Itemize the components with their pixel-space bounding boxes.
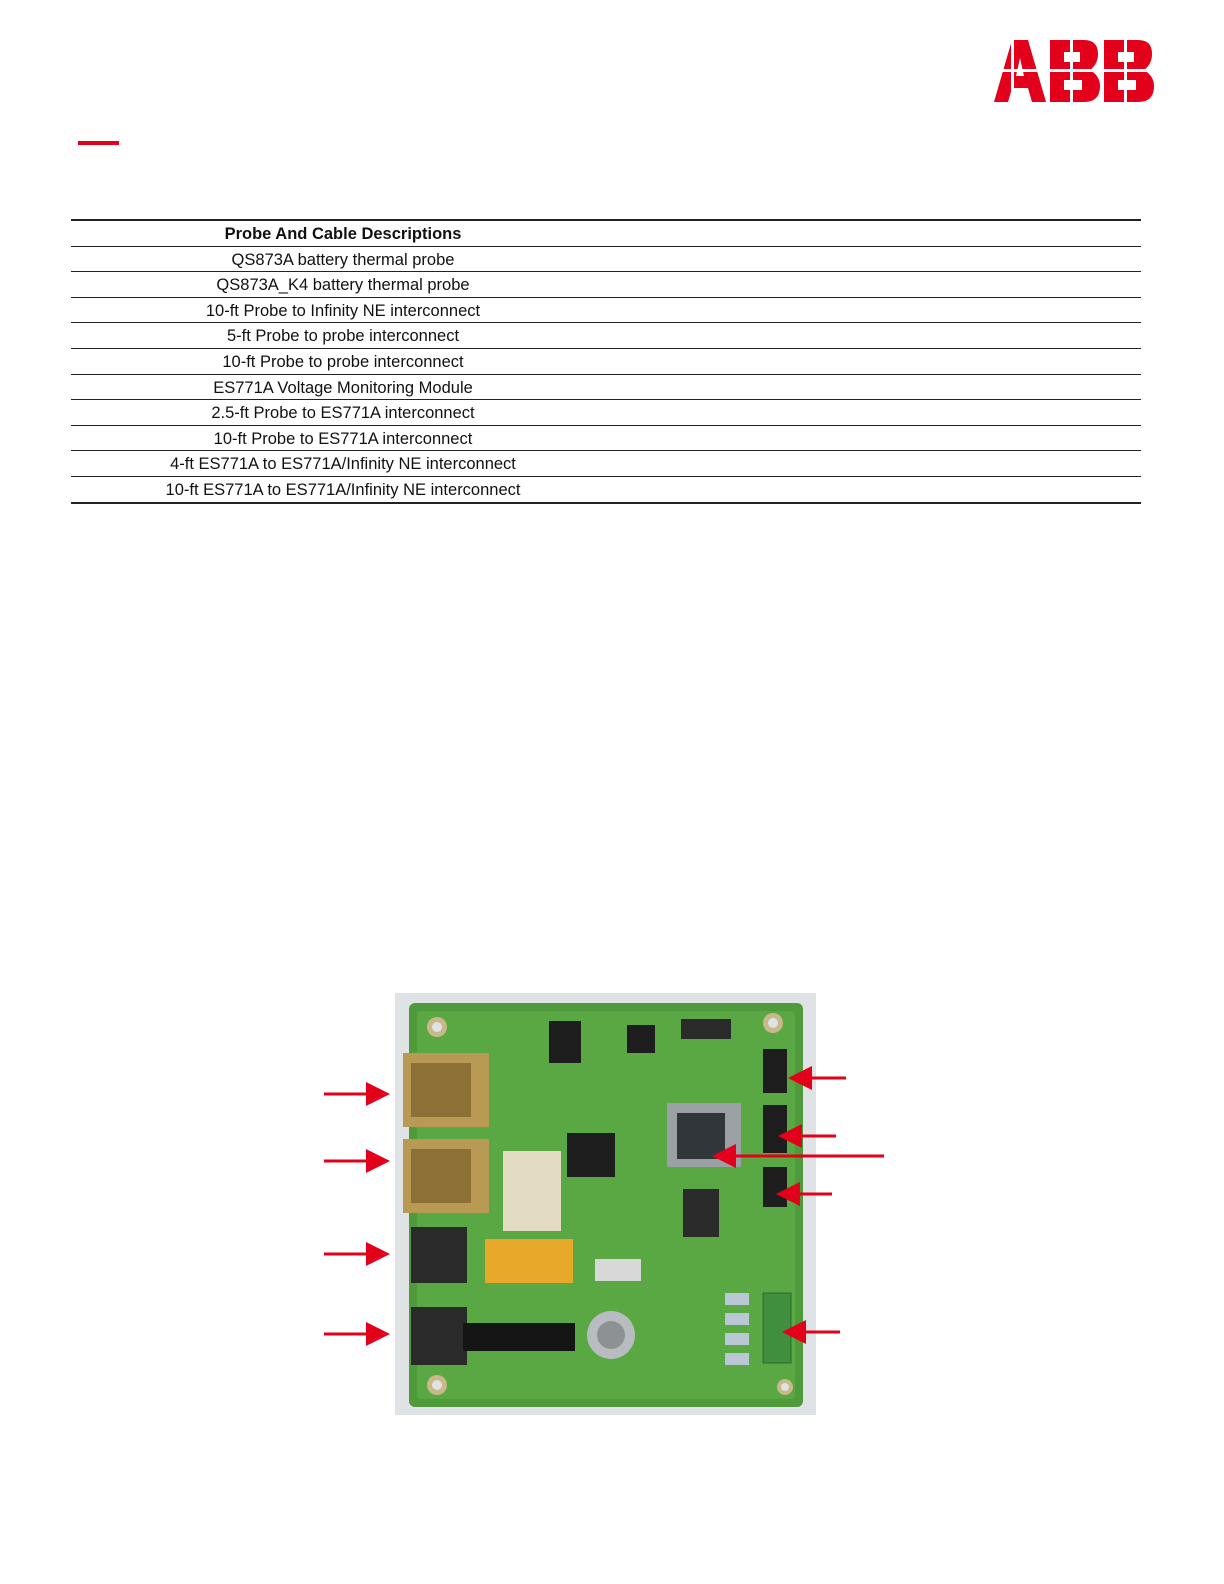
probe-cable-table: Probe And Cable Descriptions QS873A batt… bbox=[71, 219, 1141, 504]
table-row: ES771A Voltage Monitoring Module bbox=[71, 375, 1141, 401]
table-cell: QS873A_K4 battery thermal probe bbox=[216, 276, 470, 295]
table-cell: ES771A Voltage Monitoring Module bbox=[213, 378, 473, 397]
circuit-board-photo bbox=[395, 993, 816, 1415]
table-cell: 10-ft ES771A to ES771A/Infinity NE inter… bbox=[165, 480, 521, 499]
table-row: QS873A battery thermal probe bbox=[71, 247, 1141, 273]
table-cell: 10-ft Probe to probe interconnect bbox=[222, 352, 464, 371]
table-row: 10-ft Probe to probe interconnect bbox=[71, 349, 1141, 375]
table-row: 2.5-ft Probe to ES771A interconnect bbox=[71, 400, 1141, 426]
table-row: 10-ft Probe to ES771A interconnect bbox=[71, 426, 1141, 452]
accent-bar bbox=[78, 141, 119, 145]
table-cell: 4-ft ES771A to ES771A/Infinity NE interc… bbox=[170, 455, 516, 474]
table-row: 4-ft ES771A to ES771A/Infinity NE interc… bbox=[71, 451, 1141, 477]
table-row: QS873A_K4 battery thermal probe bbox=[71, 272, 1141, 298]
table-cell: 5-ft Probe to probe interconnect bbox=[226, 327, 460, 346]
table-header-row: Probe And Cable Descriptions bbox=[71, 221, 1141, 247]
table-cell: 10-ft Probe to ES771A interconnect bbox=[213, 429, 473, 448]
table-cell: QS873A battery thermal probe bbox=[231, 250, 455, 269]
table-header: Probe And Cable Descriptions bbox=[224, 225, 462, 243]
table-cell: 10-ft Probe to Infinity NE interconnect bbox=[205, 301, 481, 320]
abb-logo bbox=[994, 40, 1156, 102]
table-row: 10-ft Probe to Infinity NE interconnect bbox=[71, 298, 1141, 324]
table-cell: 2.5-ft Probe to ES771A interconnect bbox=[211, 404, 475, 423]
table-row: 10-ft ES771A to ES771A/Infinity NE inter… bbox=[71, 477, 1141, 504]
table-row: 5-ft Probe to probe interconnect bbox=[71, 323, 1141, 349]
